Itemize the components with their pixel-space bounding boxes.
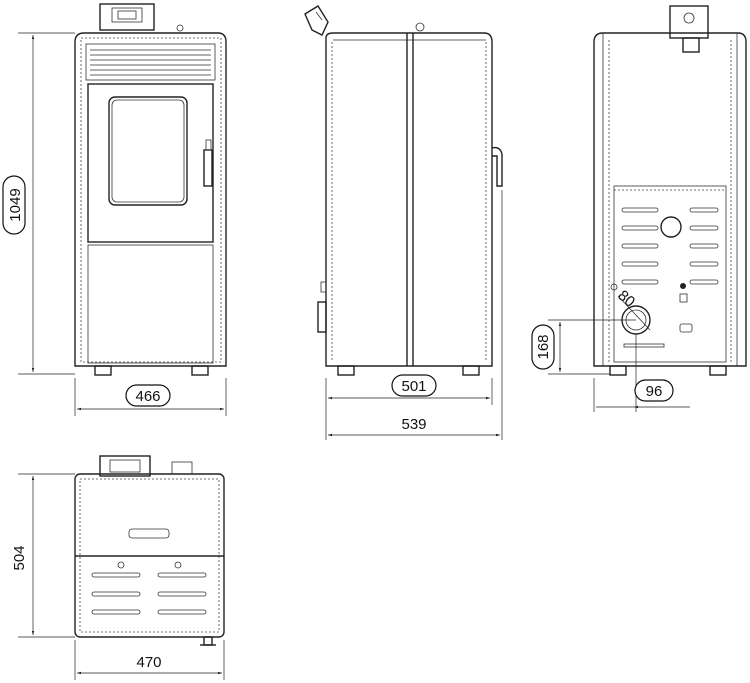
front-view: 1049 466 — [2, 3, 227, 416]
width-dimension: 466 — [125, 384, 171, 407]
overall-depth-label: 539 — [401, 416, 426, 433]
flue-offset-dimension: 96 — [634, 379, 674, 402]
stove-body-side — [325, 32, 493, 367]
rear-vent-slots — [621, 207, 719, 285]
pellet-lid-handle — [99, 3, 155, 31]
width-label: 466 — [135, 388, 160, 405]
depth-label: 501 — [401, 378, 426, 395]
top-view: 504 470 — [11, 455, 225, 680]
flue-height-dimension: 168 — [531, 324, 555, 370]
stove-body-back — [593, 32, 747, 367]
back-view: 80 168 96 — [531, 5, 747, 412]
open-hopper-lid — [304, 5, 329, 36]
flue-diameter-label: 80 — [614, 287, 638, 311]
fire-door — [87, 83, 214, 243]
height-dimension: 1049 — [2, 175, 26, 235]
top-vent-slots — [91, 572, 207, 615]
top-plate-logo — [128, 528, 170, 539]
top-handle — [99, 455, 151, 477]
side-view: 501 539 — [304, 5, 503, 440]
rear-panel — [613, 185, 727, 363]
top-width-label: 470 — [136, 654, 161, 671]
flue-height-label: 168 — [535, 334, 552, 359]
lower-panel — [87, 244, 214, 364]
height-label: 1049 — [7, 188, 24, 221]
top-depth-label: 504 — [11, 545, 28, 570]
door-handle — [203, 149, 213, 187]
stove-body-front — [74, 32, 227, 367]
door-handle-side — [491, 146, 503, 187]
depth-dimension: 501 — [391, 374, 437, 397]
door-glass — [108, 96, 188, 206]
flue-offset-label: 96 — [646, 383, 663, 400]
air-intake-hole — [660, 216, 682, 238]
top-vent-grille — [85, 43, 216, 81]
